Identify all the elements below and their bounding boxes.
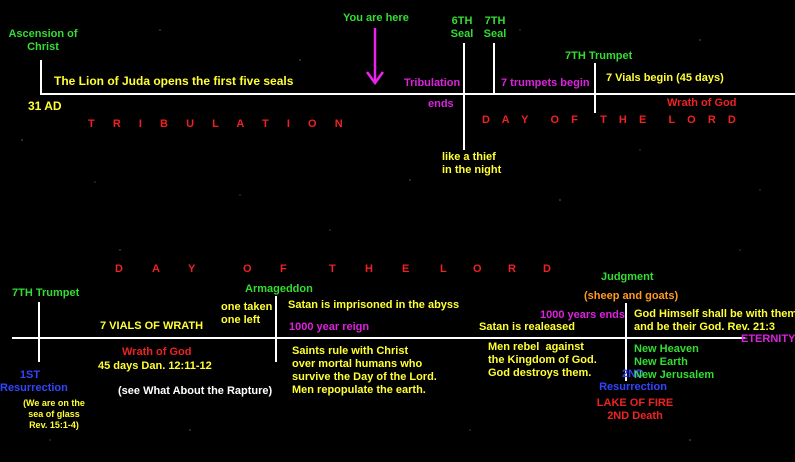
top-start-tick	[40, 60, 42, 95]
lake-of-fire-label: LAKE OF FIRE 2ND Death	[596, 397, 674, 422]
eternity-label: ETERNITY	[741, 333, 795, 345]
seventh-seal-label: 7TH Seal	[483, 15, 507, 40]
seventh-trumpet-top-label: 7TH Trumpet	[565, 50, 633, 62]
satan-imprisoned-label: Satan is imprisoned in the abyss	[288, 299, 460, 311]
god-himself-label: God Himself shall be with them and be th…	[634, 308, 795, 333]
men-rebel-label: Men rebel against the Kingdom of God. Go…	[488, 341, 597, 379]
tribulation-label: Tribulation	[404, 77, 461, 89]
ascension-label: Ascension of Christ	[8, 28, 78, 53]
letter-y: Y	[188, 263, 196, 275]
seventh-seal-line	[493, 43, 495, 93]
day-of-lord-top-label: D A Y O F T H E L O R D	[482, 114, 738, 126]
tribulation-spaced-label: T R I B U L A T I O N	[88, 118, 347, 130]
you-are-here-label: You are here	[343, 12, 409, 24]
new-heaven-earth-label: New Heaven New Earth New Jerusalem	[634, 343, 715, 381]
second-resurrection-label: 2ND Resurrection	[599, 368, 667, 393]
satan-released-label: Satan is realeased	[479, 321, 576, 333]
days45-label: 45 days Dan. 12:11-12	[98, 360, 212, 372]
saints-rule-label: Saints rule with Christ over mortal huma…	[292, 345, 437, 396]
lion-label: The Lion of Juda opens the first five se…	[54, 74, 294, 88]
you-are-here-arrow-icon	[365, 28, 385, 86]
tribulation-ends-label: ends	[428, 98, 454, 110]
thousand-year-reign-label: 1000 year reign	[289, 321, 370, 333]
letter-d1: D	[115, 263, 123, 275]
top-timeline-line	[40, 93, 795, 95]
sea-of-glass-label: (We are on the sea of glass Rev. 15:1-4)	[23, 398, 85, 430]
sheep-goats-label: (sheep and goats)	[584, 290, 679, 302]
judgment-label: Judgment	[601, 271, 654, 283]
seventh-trumpet-bottom-label: 7TH Trumpet	[12, 287, 80, 299]
letter-a: A	[152, 263, 160, 275]
letter-l: L	[440, 263, 447, 275]
letter-e: E	[402, 263, 410, 275]
thousand-years-end-label: 1000 years ends	[540, 309, 626, 321]
armageddon-line	[275, 296, 277, 362]
letter-t: T	[329, 263, 336, 275]
vials-of-wrath-label: 7 VIALS OF WRATH	[100, 320, 204, 332]
sixth-seal-label: 6TH Seal	[450, 15, 474, 40]
first-resurrection-label: 1ST Resurrection	[0, 369, 68, 394]
vials-begin-label: 7 Vials begin (45 days)	[606, 72, 724, 84]
thousand-years-end-line	[625, 303, 627, 381]
seventh-trumpet-bottom-line	[38, 302, 40, 362]
bottom-timeline-line	[12, 337, 745, 339]
letter-o2: O	[473, 263, 482, 275]
wrath-bottom-label: Wrath of God	[122, 346, 192, 358]
thief-label: like a thief in the night	[442, 151, 502, 176]
armageddon-label: Armageddon	[245, 283, 313, 295]
ad31-label: 31 AD	[28, 99, 62, 113]
one-taken-label: one taken one left	[221, 301, 273, 326]
seventh-trumpet-line	[594, 63, 596, 113]
wrath-top-label: Wrath of God	[667, 97, 737, 109]
letter-f: F	[280, 263, 287, 275]
letter-h: H	[365, 263, 373, 275]
sixth-seal-line	[463, 43, 465, 150]
letter-d2: D	[543, 263, 551, 275]
letter-o1: O	[243, 263, 252, 275]
letter-r: R	[508, 263, 516, 275]
rapture-link[interactable]: (see What About the Rapture)	[118, 385, 273, 397]
trumpets-begin-label: 7 trumpets begin	[501, 77, 590, 89]
